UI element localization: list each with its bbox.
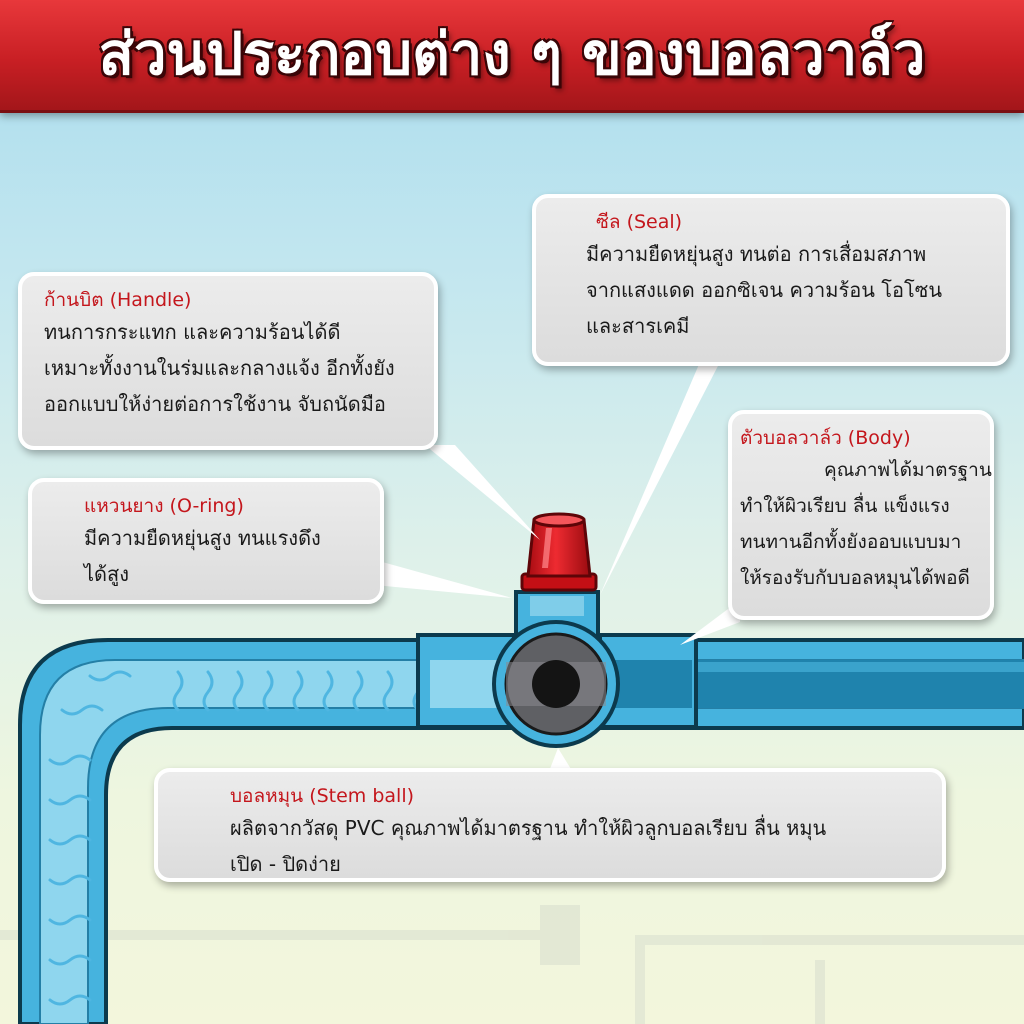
callout-handle: ก้านบิต (Handle) ทนการกระแทก และความร้อน… <box>18 272 438 450</box>
callout-seal-line-3: และสารเคมี <box>586 314 690 338</box>
callout-stemball-line-2: เปิด - ปิดง่าย <box>230 852 341 876</box>
valve-body <box>492 620 620 748</box>
callout-pointers <box>375 362 740 774</box>
callout-oring-title: แหวนยาง (O-ring) <box>84 495 244 517</box>
callout-seal-line-2: จากแสงแดด ออกซิเจน ความร้อน โอโซน <box>586 278 942 302</box>
callout-handle-line-1: ทนการกระแทก และความร้อนได้ดี <box>44 320 341 344</box>
background-pipes <box>0 905 1024 1024</box>
handle <box>520 512 598 592</box>
page-title: ส่วนประกอบต่าง ๆ ของบอลวาล์ว <box>98 20 926 88</box>
title-banner: ส่วนประกอบต่าง ๆ ของบอลวาล์ว <box>0 0 1024 113</box>
callout-handle-title: ก้านบิต (Handle) <box>44 289 192 311</box>
callout-oring-line-1: มีความยืดหยุ่นสูง ทนแรงดึง <box>84 526 321 550</box>
callout-seal: ซีล (Seal) มีความยืดหยุ่นสูง ทนต่อ การเส… <box>532 194 1010 366</box>
callout-seal-line-1: มีความยืดหยุ่นสูง ทนต่อ การเสื่อมสภาพ <box>586 242 927 266</box>
callout-body-title: ตัวบอลวาล์ว (Body) <box>740 427 911 449</box>
callout-stemball-title: บอลหมุน (Stem ball) <box>230 785 415 807</box>
callout-body-line-2: ทำให้ผิวเรียบ ลื่น แข็งแรง <box>740 495 950 517</box>
callout-body-line-1: คุณภาพได้มาตรฐาน <box>824 459 992 481</box>
callout-body: ตัวบอลวาล์ว (Body) คุณภาพได้มาตรฐาน ทำให… <box>728 410 994 620</box>
callout-body-line-3: ทนทานอีกทั้งยังออบแบบมา <box>740 531 962 553</box>
callout-seal-title: ซีล (Seal) <box>596 211 683 233</box>
callout-handle-line-2: เหมาะทั้งงานในร่มและกลางแจ้ง อีกทั้งยัง <box>44 356 395 380</box>
callout-oring-line-2: ได้สูง <box>84 562 130 586</box>
callout-handle-line-3: ออกแบบให้ง่ายต่อการใช้งาน จับถนัดมือ <box>44 392 386 416</box>
callout-body-line-4: ให้รองรับกับบอลหมุนได้พอดี <box>740 567 970 589</box>
callout-stemball: บอลหมุน (Stem ball) ผลิตจากวัสดุ PVC คุณ… <box>154 768 946 882</box>
callout-oring: แหวนยาง (O-ring) มีความยืดหยุ่นสูง ทนแรง… <box>28 478 384 604</box>
callout-stemball-line-1: ผลิตจากวัสดุ PVC คุณภาพได้มาตรฐาน ทำให้ผ… <box>230 816 827 840</box>
